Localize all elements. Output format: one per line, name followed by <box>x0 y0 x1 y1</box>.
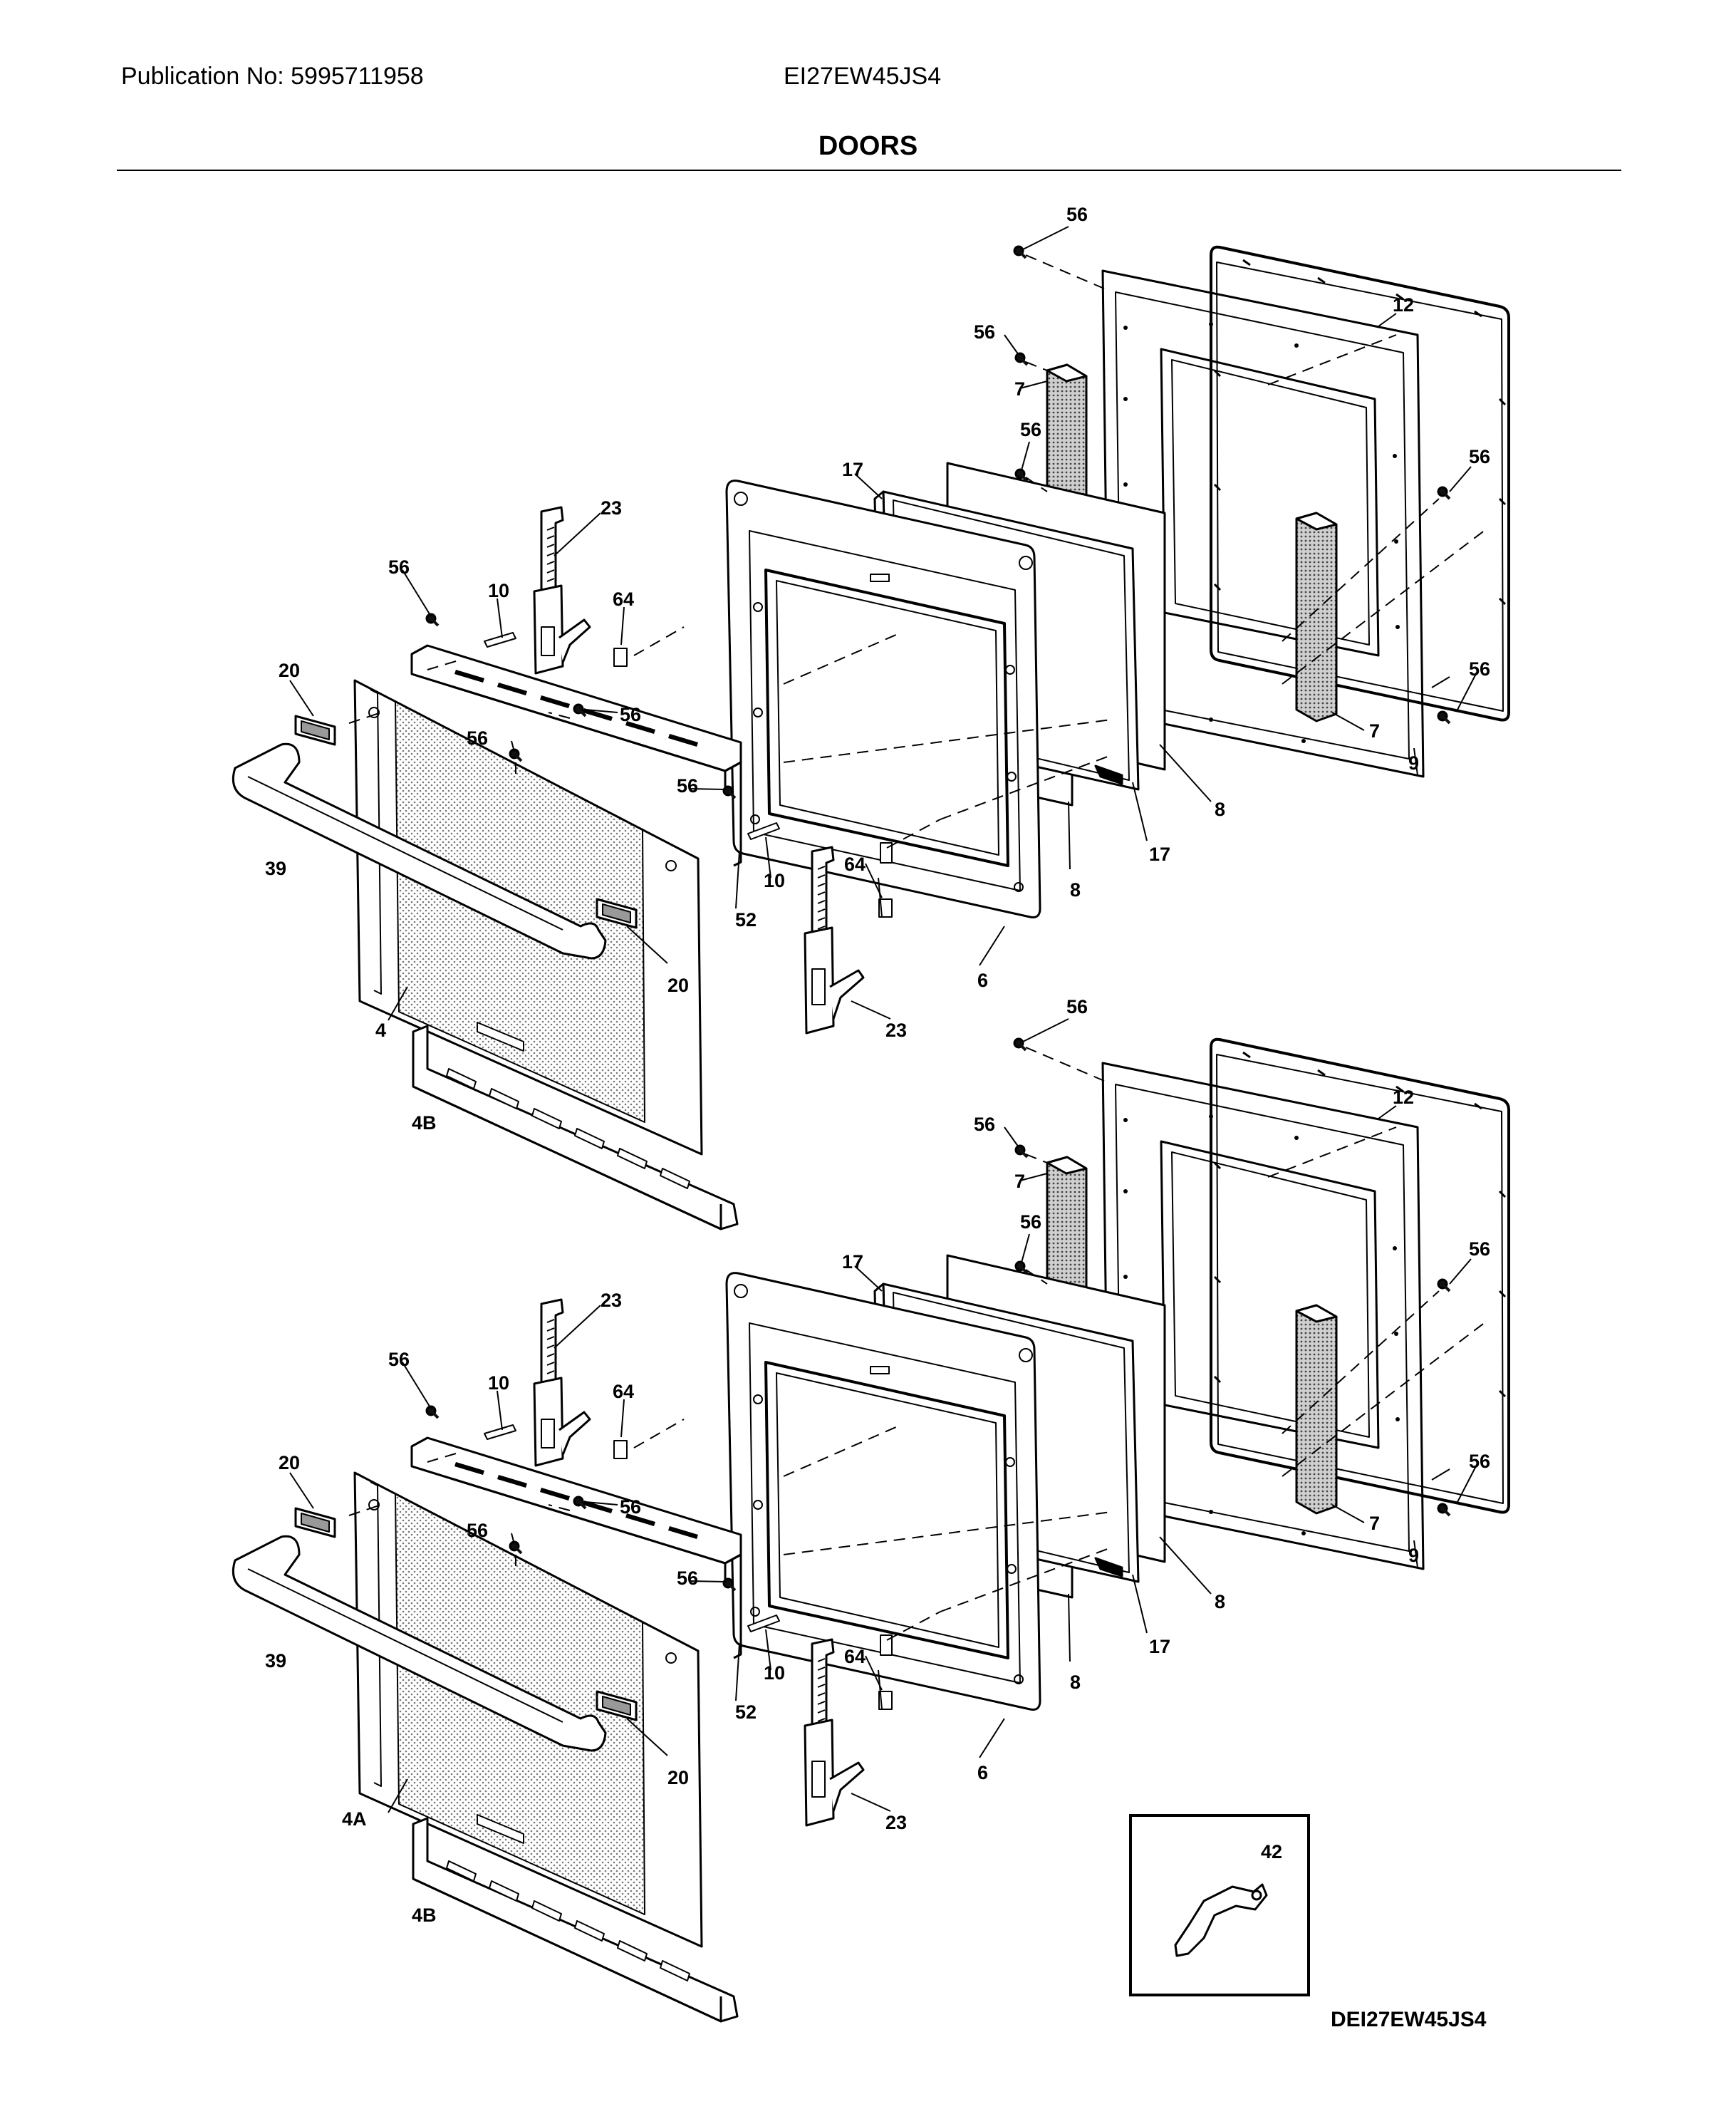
callout: 39 <box>265 1650 286 1672</box>
callout: 20 <box>667 975 689 996</box>
callout: 17 <box>842 1251 863 1273</box>
callout: 56 <box>1469 446 1490 467</box>
callout: 6 <box>977 970 988 991</box>
callout: 8 <box>1070 879 1081 901</box>
callout: 56 <box>388 556 410 578</box>
callout: 64 <box>613 1381 634 1402</box>
upper-callouts: 56 12 56 7 56 56 17 23 56 10 64 20 56 56… <box>265 204 1490 1134</box>
callout: 10 <box>764 870 785 891</box>
callout: 56 <box>1066 204 1088 225</box>
callout: 4B <box>412 1905 437 1926</box>
page-title: DOORS <box>818 131 918 161</box>
callout: 52 <box>735 909 757 931</box>
publication-number: Publication No: 5995711958 <box>121 63 424 90</box>
callout: 39 <box>265 858 286 879</box>
callout: 64 <box>613 589 634 610</box>
callout: 20 <box>667 1767 689 1788</box>
callout: 8 <box>1070 1672 1081 1693</box>
callout: 7 <box>1014 378 1025 400</box>
callout: 56 <box>1020 419 1041 440</box>
callout: 52 <box>735 1701 757 1723</box>
callout: 56 <box>467 1520 488 1541</box>
callout: 20 <box>279 1452 300 1473</box>
inset-bracket-box: 42 <box>1129 1814 1310 1996</box>
callout: 42 <box>1261 1841 1282 1862</box>
callout: 20 <box>279 660 300 681</box>
diagram-code: DEI27EW45JS4 <box>1331 2008 1487 2031</box>
callout: 6 <box>977 1762 988 1783</box>
callout: 56 <box>974 321 995 343</box>
callout: 8 <box>1215 799 1225 820</box>
callout: 17 <box>1149 1636 1170 1657</box>
callout: 56 <box>1469 1451 1490 1472</box>
callout: 8 <box>1215 1591 1225 1612</box>
callout: 10 <box>488 580 509 601</box>
callout: 4A <box>342 1808 367 1830</box>
callout: 56 <box>620 1496 641 1518</box>
callout: 9 <box>1408 1545 1419 1566</box>
callout: 10 <box>488 1372 509 1394</box>
upper-door-assembly <box>233 247 1509 1229</box>
callout: 7 <box>1014 1171 1025 1192</box>
callout: 56 <box>677 1567 698 1589</box>
callout: 56 <box>620 704 641 725</box>
model-number: EI27EW45JS4 <box>784 63 942 90</box>
callout: 7 <box>1369 1513 1380 1534</box>
callout: 56 <box>467 727 488 749</box>
callout: 56 <box>1066 996 1088 1017</box>
lower-door-assembly <box>233 1039 1509 2021</box>
callout: 23 <box>885 1020 907 1041</box>
title-rule <box>117 170 1621 171</box>
callout: 56 <box>677 775 698 797</box>
callout: 56 <box>1469 658 1490 680</box>
callout: 17 <box>1149 844 1170 865</box>
bracket-icon <box>1174 1883 1268 1957</box>
callout: 4B <box>412 1112 437 1134</box>
callout: 4 <box>375 1020 386 1041</box>
callout: 23 <box>601 497 622 519</box>
callout: 64 <box>844 1646 866 1667</box>
callout: 23 <box>601 1290 622 1311</box>
callout: 56 <box>1020 1211 1041 1233</box>
callout: 9 <box>1408 752 1419 774</box>
lower-callouts: 56 12 56 7 56 56 17 23 56 10 64 20 56 56… <box>265 996 1490 1926</box>
callout: 12 <box>1393 1087 1414 1108</box>
callout: 56 <box>974 1114 995 1135</box>
callout: 12 <box>1393 294 1414 316</box>
callout: 64 <box>844 854 866 875</box>
callout: 23 <box>885 1812 907 1833</box>
callout: 56 <box>1469 1238 1490 1260</box>
callout: 10 <box>764 1662 785 1684</box>
callout: 17 <box>842 459 863 480</box>
callout: 56 <box>388 1349 410 1370</box>
callout: 7 <box>1369 720 1380 742</box>
